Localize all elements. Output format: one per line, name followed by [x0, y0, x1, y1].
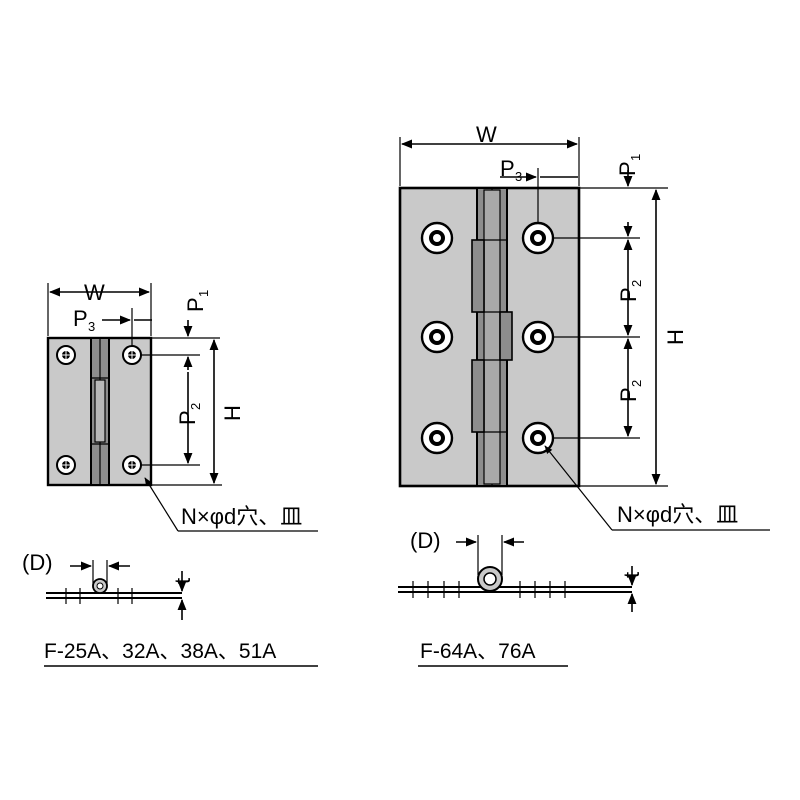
- small-d-label: (D): [22, 550, 53, 575]
- small-hole-note: N×φd穴、皿: [181, 504, 302, 529]
- small-w-label: W: [84, 280, 105, 305]
- large-p1-label: P: [615, 161, 640, 176]
- large-p3-label: P: [500, 156, 515, 181]
- small-hinge-hole: [122, 345, 142, 365]
- svg-text:3: 3: [515, 169, 522, 184]
- svg-text:2: 2: [188, 403, 203, 410]
- large-p2-upper-label: P: [616, 287, 641, 302]
- svg-text:2: 2: [629, 380, 644, 387]
- svg-text:1: 1: [196, 290, 211, 297]
- small-hinge-side-view: (D) t: [22, 550, 195, 620]
- small-hinge-labels: W P 3 P 1 P 2 H N×φd穴、皿: [73, 280, 302, 529]
- small-p1-label: P: [183, 297, 208, 312]
- large-hinge-caption: F-64A、76A: [420, 640, 536, 663]
- large-hinge-front-view: [398, 186, 581, 488]
- large-hinge-hole: [420, 320, 454, 354]
- large-hinge-hole: [420, 421, 454, 455]
- small-hinge-hole: [56, 455, 76, 475]
- large-hinge-hole: [420, 221, 454, 255]
- large-hole-note: N×φd穴、皿: [617, 502, 738, 527]
- large-hinge-hole: [521, 221, 555, 255]
- small-hinge-caption: F-25A、32A、38A、51A: [44, 640, 276, 663]
- small-p2-label: P: [175, 410, 200, 425]
- large-t-label: t: [619, 572, 644, 578]
- svg-text:2: 2: [629, 280, 644, 287]
- small-hinge-front-view: [46, 336, 153, 487]
- small-p3-label: P: [73, 306, 88, 331]
- svg-text:1: 1: [628, 154, 643, 161]
- large-hinge-labels: W P 3 P 1 P 2 P 2 H N×φd穴、皿: [476, 122, 738, 527]
- small-hinge-dimensions: [47, 283, 318, 532]
- large-w-label: W: [476, 122, 497, 147]
- large-hinge-dimensions: [399, 137, 770, 531]
- small-t-label: t: [170, 578, 195, 584]
- large-hinge-hole: [521, 320, 555, 354]
- large-d-label: (D): [410, 528, 441, 553]
- large-h-label: H: [663, 329, 688, 345]
- large-hinge-side-view: (D) t: [398, 528, 644, 612]
- large-hinge-hole: [521, 421, 555, 455]
- svg-text:3: 3: [88, 319, 95, 334]
- large-p2-lower-label: P: [616, 387, 641, 402]
- small-h-label: H: [220, 405, 245, 421]
- small-hinge-hole: [56, 345, 76, 365]
- small-hinge-hole: [122, 455, 142, 475]
